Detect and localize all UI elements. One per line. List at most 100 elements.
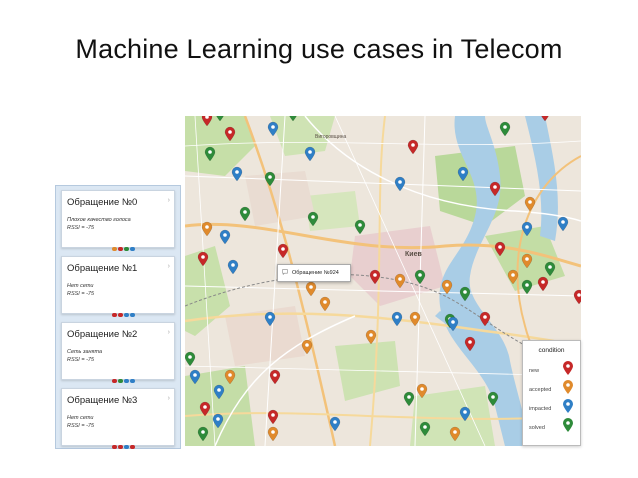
map-marker-icon[interactable]: [499, 121, 511, 137]
request-card-2[interactable]: Обращение №2 › Сеть занята RSSI = -75: [61, 322, 175, 383]
slide-title: Machine Learning use cases in Telecom: [75, 34, 563, 64]
status-dot: [118, 246, 123, 251]
chevron-right-icon: ›: [167, 395, 170, 402]
status-dot: [130, 246, 135, 251]
map-marker-icon: [563, 380, 573, 394]
map-marker-icon[interactable]: [403, 391, 415, 407]
status-dot: [112, 246, 117, 251]
map-marker-icon[interactable]: [464, 336, 476, 352]
map-marker-icon[interactable]: [544, 261, 556, 277]
map-marker-icon[interactable]: [487, 391, 499, 407]
map-marker-icon[interactable]: [224, 126, 236, 142]
map-marker-icon[interactable]: [479, 311, 491, 327]
map-marker-icon[interactable]: [231, 166, 243, 182]
map-marker-icon[interactable]: [264, 171, 276, 187]
map-marker-icon[interactable]: [224, 369, 236, 385]
request-card-3[interactable]: Обращение №3 › Нет сети RSSI = -75: [61, 388, 175, 449]
map-marker-icon[interactable]: [524, 196, 536, 212]
map-marker-icon[interactable]: [507, 269, 519, 285]
legend-label-new: new: [529, 368, 540, 374]
status-dot: [112, 444, 117, 449]
map-marker-icon[interactable]: [288, 116, 298, 122]
map-marker-icon[interactable]: [407, 139, 419, 155]
chat-icon: [282, 269, 288, 275]
map-marker-icon[interactable]: [201, 221, 213, 237]
map-marker-icon[interactable]: [521, 253, 533, 269]
map-marker-icon[interactable]: [329, 416, 341, 432]
map-marker-icon[interactable]: [521, 279, 533, 295]
status-dots: [112, 436, 136, 449]
map-marker-icon[interactable]: [264, 311, 276, 327]
map-marker-icon[interactable]: [369, 269, 381, 285]
map-marker-icon[interactable]: [489, 181, 501, 197]
map-marker-icon[interactable]: [409, 311, 421, 327]
map-marker-icon[interactable]: [394, 273, 406, 289]
map-popup[interactable]: Обращение №924: [277, 264, 351, 282]
map-marker-icon[interactable]: [414, 269, 426, 285]
status-dot: [112, 378, 117, 383]
request-card-1[interactable]: Обращение №1 › Нет сети RSSI = -75: [61, 256, 175, 317]
map-marker-icon[interactable]: [267, 426, 279, 442]
map-marker-icon[interactable]: [394, 176, 406, 192]
map-marker-icon[interactable]: [537, 276, 549, 292]
map-marker-icon[interactable]: [201, 116, 213, 127]
map-marker-icon[interactable]: [457, 166, 469, 182]
map-marker-icon[interactable]: [215, 116, 225, 122]
map-marker-icon[interactable]: [267, 121, 279, 137]
map-marker-icon[interactable]: [447, 316, 459, 332]
legend-label-solved: solved: [529, 425, 545, 431]
map-marker-icon[interactable]: [319, 296, 331, 312]
map-marker-icon[interactable]: [441, 279, 453, 295]
map-marker-icon[interactable]: [204, 146, 216, 162]
status-dot: [118, 444, 123, 449]
map-marker-icon[interactable]: [197, 251, 209, 267]
status-dot: [118, 312, 123, 317]
incident-markers[interactable]: [185, 116, 581, 446]
request-title: Обращение №0: [67, 197, 138, 208]
map-marker-icon[interactable]: [227, 259, 239, 275]
map-marker-icon[interactable]: [197, 426, 209, 442]
legend-label-accepted: accepted: [529, 387, 552, 393]
map-marker-icon[interactable]: [573, 289, 581, 305]
map-marker-icon[interactable]: [199, 401, 211, 417]
map-marker-icon[interactable]: [239, 206, 251, 222]
status-dots: [112, 304, 136, 317]
map-marker-icon[interactable]: [213, 384, 225, 400]
map-marker-icon[interactable]: [277, 243, 289, 259]
map-marker-icon[interactable]: [189, 369, 201, 385]
map-marker-icon[interactable]: [540, 116, 550, 122]
map-marker-icon[interactable]: [269, 369, 281, 385]
map-marker-icon[interactable]: [305, 281, 317, 297]
map-marker-icon[interactable]: [307, 211, 319, 227]
status-dot: [124, 246, 129, 251]
map-marker-icon[interactable]: [267, 409, 279, 425]
chevron-right-icon: ›: [167, 263, 170, 270]
map-marker-icon[interactable]: [185, 351, 196, 367]
map-marker-icon[interactable]: [304, 146, 316, 162]
map-marker-icon[interactable]: [521, 221, 533, 237]
map-marker-icon[interactable]: [301, 339, 313, 355]
map-marker-icon[interactable]: [449, 426, 461, 442]
request-description: Нет сети: [67, 415, 94, 421]
map-marker-icon[interactable]: [365, 329, 377, 345]
map-marker-icon: [563, 399, 573, 413]
map-marker-icon[interactable]: [557, 216, 569, 232]
request-card-0[interactable]: Обращение №0 › Плохое качество голоса RS…: [61, 190, 175, 251]
map-marker-icon[interactable]: [391, 311, 403, 327]
map-marker-icon[interactable]: [459, 286, 471, 302]
map-marker-icon[interactable]: [416, 383, 428, 399]
request-rssi: RSSI = -75: [67, 357, 95, 363]
city-label-kyiv: Киев: [405, 251, 422, 258]
request-title: Обращение №3: [67, 395, 138, 406]
map-marker-icon[interactable]: [419, 421, 431, 437]
map-marker-icon[interactable]: [459, 406, 471, 422]
map-marker-icon[interactable]: [219, 229, 231, 245]
request-rssi: RSSI = -75: [67, 225, 95, 231]
request-title: Обращение №2: [67, 329, 138, 340]
map-marker-icon[interactable]: [212, 413, 224, 429]
request-rssi: RSSI = -75: [67, 423, 95, 429]
city-map[interactable]: Киев Вигоровщина: [185, 116, 581, 446]
map-marker-icon[interactable]: [494, 241, 506, 257]
popup-text: Обращение №924: [292, 270, 339, 276]
map-marker-icon[interactable]: [354, 219, 366, 235]
